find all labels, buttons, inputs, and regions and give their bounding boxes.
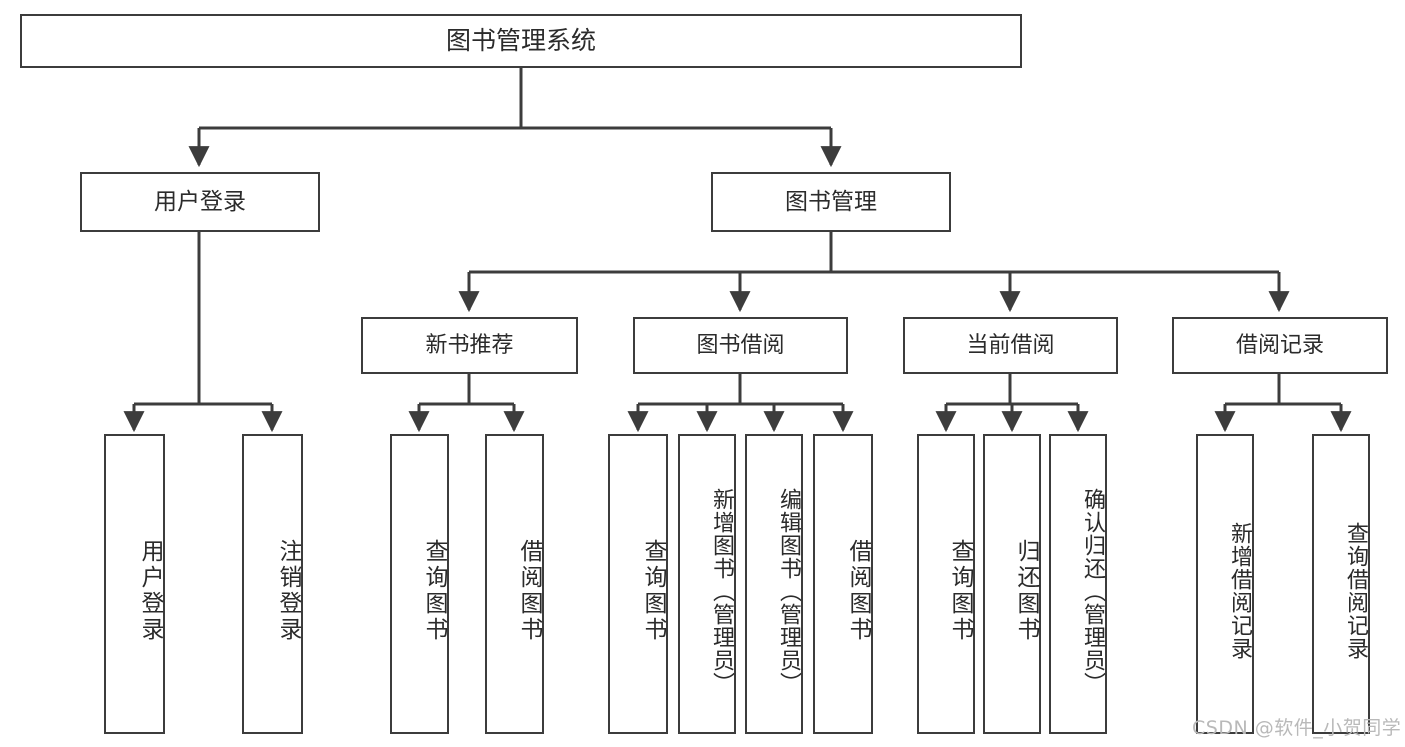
leaf-book-borrow-query[interactable]: 查询图书: [608, 434, 668, 734]
leaf-current-borrow-confirm-return[interactable]: 确认归还（管理员）: [1049, 434, 1107, 734]
node-current-borrow[interactable]: 当前借阅: [903, 317, 1118, 374]
leaf-user-login-signin[interactable]: 用户登录: [104, 434, 165, 734]
node-root[interactable]: 图书管理系统: [20, 14, 1022, 68]
leaf-new-book-query[interactable]: 查询图书: [390, 434, 449, 734]
leaf-borrow-record-add[interactable]: 新增借阅记录: [1196, 434, 1254, 734]
leaf-borrow-record-query[interactable]: 查询借阅记录: [1312, 434, 1370, 734]
node-book-management[interactable]: 图书管理: [711, 172, 951, 232]
leaf-user-login-signout[interactable]: 注销登录: [242, 434, 303, 734]
node-user-login[interactable]: 用户登录: [80, 172, 320, 232]
node-borrow-record[interactable]: 借阅记录: [1172, 317, 1388, 374]
leaf-current-borrow-return[interactable]: 归还图书: [983, 434, 1041, 734]
leaf-current-borrow-query[interactable]: 查询图书: [917, 434, 975, 734]
leaf-book-borrow-edit[interactable]: 编辑图书（管理员）: [745, 434, 803, 734]
leaf-book-borrow-add[interactable]: 新增图书（管理员）: [678, 434, 736, 734]
watermark: CSDN @软件_小贺同学: [1192, 717, 1402, 739]
node-new-book-recommend[interactable]: 新书推荐: [361, 317, 578, 374]
leaf-new-book-borrow[interactable]: 借阅图书: [485, 434, 544, 734]
node-book-borrow[interactable]: 图书借阅: [633, 317, 848, 374]
leaf-book-borrow-lend[interactable]: 借阅图书: [813, 434, 873, 734]
